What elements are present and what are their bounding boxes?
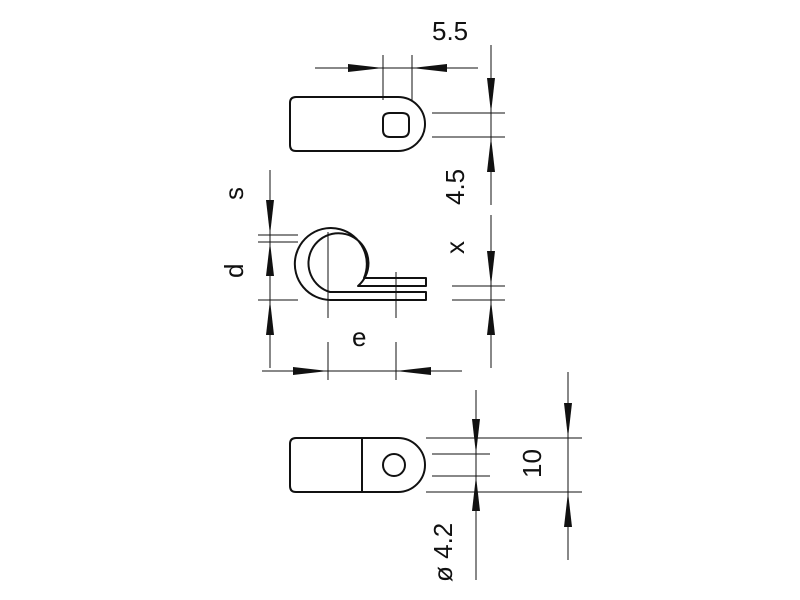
bottom-strap-outline (289, 437, 426, 493)
dim-slot-width: 5.5 (432, 16, 468, 46)
top-strap-slot (382, 112, 410, 138)
side-view-clamp: s d x e (219, 170, 505, 380)
top-strap-outline (289, 96, 426, 152)
dim-strap-width: 10 (517, 449, 547, 478)
dim-leg-length: e (352, 322, 366, 352)
top-view-strap: 5.5 4.5 (289, 16, 505, 205)
bottom-strap-hole (382, 453, 406, 477)
clamp-profile (293, 227, 427, 301)
bottom-view-strap: ø 4.2 10 (289, 372, 582, 582)
dim-clamp-height: x (440, 241, 470, 254)
dim-slot-offset: 4.5 (440, 169, 470, 205)
dim-clamp-diameter: d (219, 264, 249, 278)
dim-hole-diameter: ø 4.2 (428, 523, 458, 582)
dim-thickness: s (219, 187, 249, 200)
